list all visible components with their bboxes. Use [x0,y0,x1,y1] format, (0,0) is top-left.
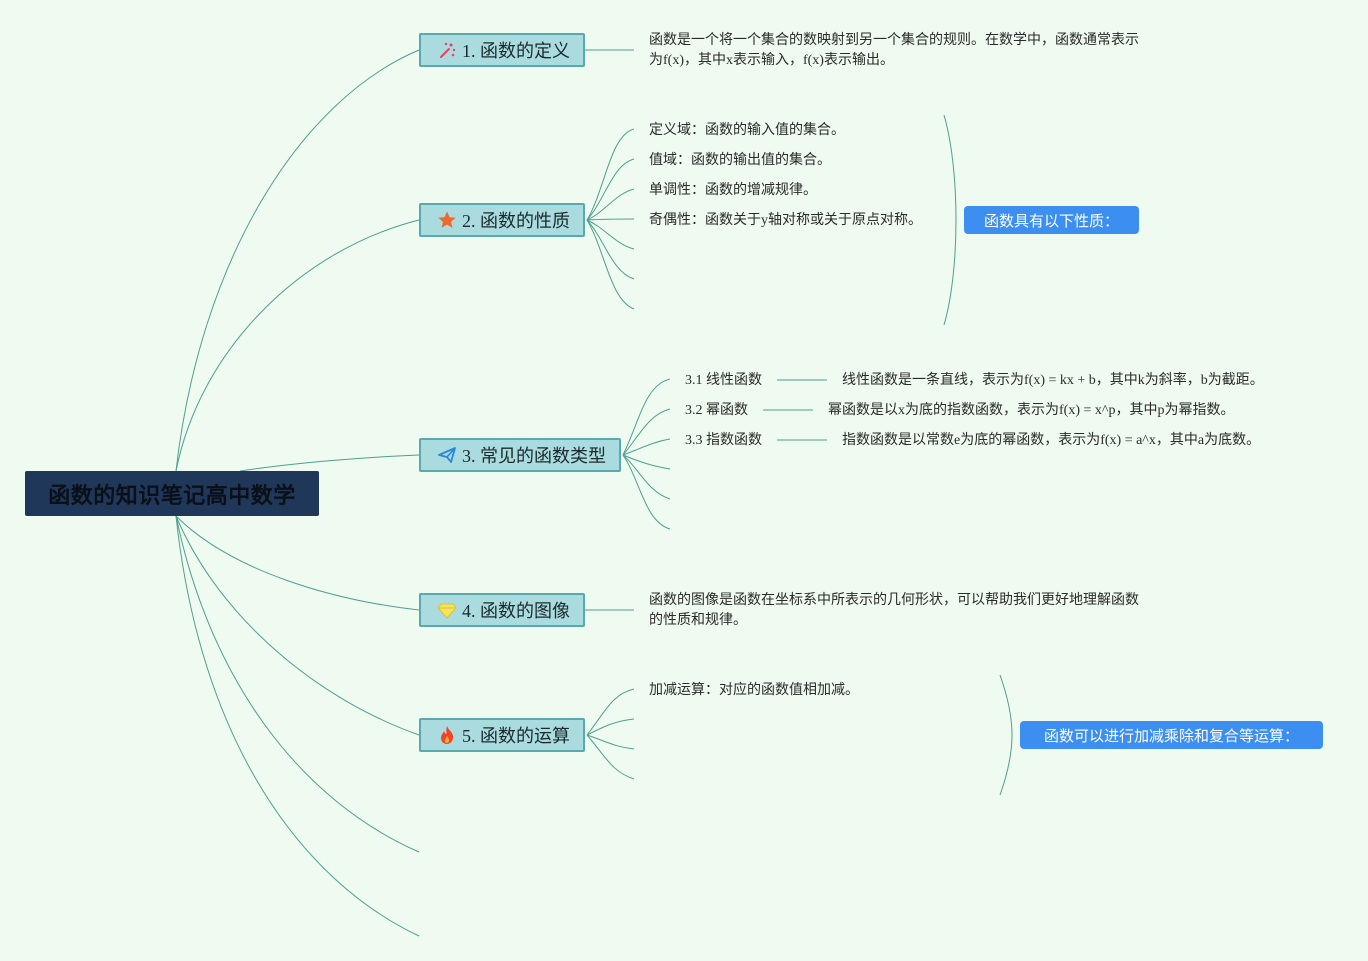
properties-summary[interactable]: 函数具有以下性质： [964,206,1139,234]
connector-root-topic4 [175,515,420,611]
property-item[interactable]: 奇偶性：函数关于y轴对称或关于原点对称。 [649,213,922,228]
topic-node-operations[interactable]: 5. 函数的运算 [419,718,585,752]
connector-topic3-branch [622,454,671,530]
graph-line: 的性质和规律。 [649,613,747,628]
fire-icon [437,725,457,745]
property-item[interactable]: 值域：函数的输出值的集合。 [649,153,831,168]
type-name[interactable]: 3.1 线性函数 [685,373,762,388]
connector-root-topic2 [175,219,420,472]
connector-topic2-branch [586,218,635,221]
connector-topic2-branch [586,188,635,221]
connector-topic2-branch [586,158,635,221]
connector-topic2-branch [586,128,635,221]
type-name[interactable]: 3.2 幂函数 [685,403,748,418]
connector-root-topic1 [175,49,420,472]
definition-note: 函数是一个将一个集合的数映射到另一个集合的规则。在数学中，函数通常表示 为f(x… [649,31,1139,71]
property-item[interactable]: 定义域：函数的输入值的集合。 [649,123,845,138]
connector-topic2-branch [586,219,635,250]
connector-topic3-branch [622,378,671,456]
connector-topic5-branch [586,734,635,780]
summary-label: 函数可以进行加减乘除和复合等运算： [1043,726,1299,745]
connector-topic3-branch [622,454,671,470]
topic-label: 5. 函数的运算 [462,726,570,746]
topic-label: 4. 函数的图像 [462,601,570,621]
topic-label: 3. 常见的函数类型 [462,446,606,466]
connector-topic2-branch [586,219,635,280]
sparkle-wand-icon [437,40,457,60]
summary-brace-properties [943,114,957,326]
connector-topic5-branch [586,718,635,736]
root-node[interactable]: 函数的知识笔记高中数学 [25,471,319,516]
type-desc[interactable]: 线性函数是一条直线，表示为f(x) = kx + b，其中k为斜率，b为截距。 [842,373,1264,388]
diamond-icon [437,600,457,620]
type-name[interactable]: 3.3 指数函数 [685,433,762,448]
connector-root-topic5 [175,515,420,736]
root-title: 函数的知识笔记高中数学 [48,483,296,509]
connector-topic2-branch [586,219,635,310]
connector-topic3-branch [622,438,671,456]
topic-node-types[interactable]: 3. 常见的函数类型 [419,438,621,472]
operations-summary[interactable]: 函数可以进行加减乘除和复合等运算： [1020,721,1323,749]
connector-topic5-branch [586,688,635,736]
type-desc[interactable]: 幂函数是以x为底的指数函数，表示为f(x) = x^p，其中p为幂指数。 [828,403,1235,418]
summary-brace-operations [999,674,1013,796]
graph-note: 函数的图像是函数在坐标系中所表示的几何形状，可以帮助我们更好地理解函数 的性质和… [649,591,1139,631]
paper-plane-icon [437,445,457,465]
connector-root-topic3 [239,454,420,472]
property-item[interactable]: 单调性：函数的增减规律。 [649,183,817,198]
topic-node-properties[interactable]: 2. 函数的性质 [419,203,585,237]
connector-topic3-branch [622,454,671,500]
type-desc[interactable]: 指数函数是以常数e为底的幂函数，表示为f(x) = a^x，其中a为底数。 [842,433,1261,448]
connector-root-empty2 [175,515,420,937]
topic-node-graph[interactable]: 4. 函数的图像 [419,593,585,627]
graph-line: 函数的图像是函数在坐标系中所表示的几何形状，可以帮助我们更好地理解函数 [649,593,1139,608]
connector-root-empty1 [175,515,420,853]
star-icon [437,210,457,230]
topic-node-definition[interactable]: 1. 函数的定义 [419,33,585,67]
topic-label: 2. 函数的性质 [462,211,570,231]
connector-topic5-branch [586,734,635,750]
definition-line: 为f(x)，其中x表示输入，f(x)表示输出。 [649,53,894,68]
summary-label: 函数具有以下性质： [983,211,1119,230]
connector-topic3-branch [622,408,671,456]
definition-line: 函数是一个将一个集合的数映射到另一个集合的规则。在数学中，函数通常表示 [649,33,1139,48]
topic-label: 1. 函数的定义 [462,41,570,61]
operation-item[interactable]: 加减运算：对应的函数值相加减。 [649,683,859,698]
